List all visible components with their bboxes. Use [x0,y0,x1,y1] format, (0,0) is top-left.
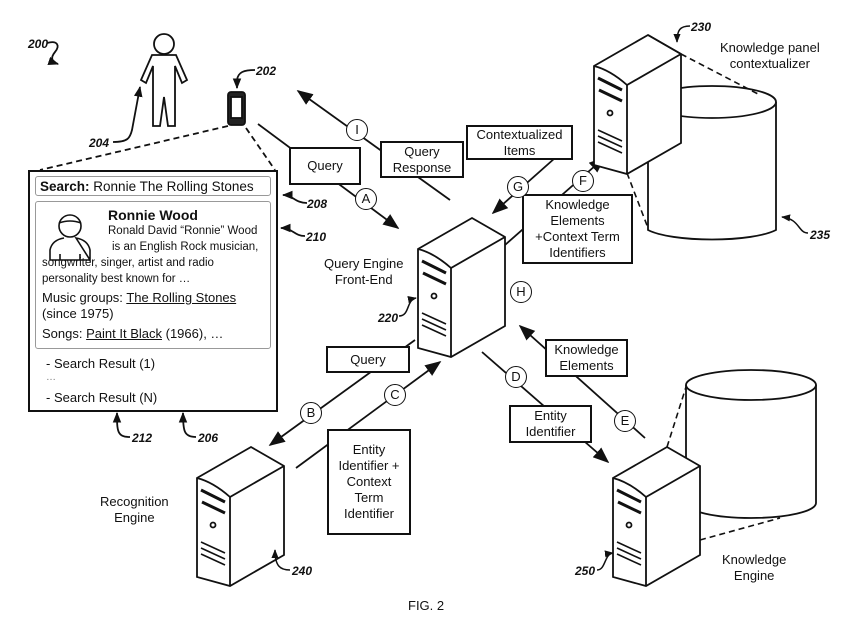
step-b: B [300,402,322,424]
message-box-query-response: Query Response [380,141,464,178]
ref-250-leader [596,550,614,571]
ref-210-leader [279,223,306,237]
entity-description-line-1: Ronald David “Ronnie” Wood [108,225,258,237]
search-label: Search: [40,179,90,194]
ref-204-leader [112,85,143,143]
ref-202-leader [232,69,256,90]
music-group-link[interactable]: The Rolling Stones [126,290,237,305]
search-results-screen: Search: Ronnie The Rolling Stones Ronnie… [28,170,278,412]
projection-line-left [39,125,229,171]
step-e: E [614,410,636,432]
knowledge-panel: Ronnie Wood Ronald David “Ronnie” Wood i… [35,201,271,349]
message-box-contextualized-items: Contextualized Items [466,125,573,160]
message-box-knowledge-elements: Knowledge Elements [545,339,628,377]
message-box-entity-context-identifier: Entity Identifier + Context Term Identif… [327,429,411,535]
projection-250-bottom [699,517,781,541]
message-box-entity-identifier: Entity Identifier [509,405,592,443]
entity-description-line-2: is an English Rock musician, [112,241,259,253]
music-groups-since: (since 1975) [42,306,114,321]
projection-line-right [245,127,276,171]
songs-rest: (1966), … [165,326,224,341]
person-avatar-icon [49,214,91,262]
message-box-query-bottom: Query [326,346,410,373]
step-d: D [505,366,527,388]
knowledge-server-icon [612,445,701,587]
ref-200-squiggle [46,41,60,66]
projection-250-top [666,386,687,448]
step-a: A [355,188,377,210]
ref-230-leader [673,25,691,43]
label-knowledge-engine: Knowledge Engine [722,552,787,583]
label-knowledge-panel-contextualizer: Knowledge panel contextualizer [720,40,820,71]
step-f: F [572,170,594,192]
search-box[interactable]: Search: Ronnie The Rolling Stones [35,176,271,196]
label-query-engine-front-end: Query Engine Front-End [324,256,404,287]
ref-204: 204 [89,136,110,150]
song-link[interactable]: Paint It Black [86,326,162,341]
songs-label: Songs: [42,326,83,341]
songs-row: Songs: Paint It Black (1966), … [42,326,223,341]
label-recognition-engine: Recognition Engine [100,494,169,525]
music-groups-row: Music groups: The Rolling Stones [42,290,236,305]
ref-206-leader [178,411,197,438]
search-result-ellipsis: … [46,372,56,383]
ref-208: 208 [307,197,328,211]
ref-230: 230 [691,20,712,34]
recognition-server-icon [196,445,285,587]
ref-240-leader [271,549,291,571]
mobile-device-icon [227,91,246,126]
music-groups-label: Music groups: [42,290,123,305]
front-end-server-icon [417,216,506,358]
step-g: G [507,176,529,198]
ref-206: 206 [198,431,219,445]
ref-210: 210 [306,230,327,244]
user-figure-icon [139,33,189,127]
projection-230-top [680,53,759,95]
search-result-n[interactable]: - Search Result (N) [46,390,158,405]
ref-220: 220 [378,311,399,325]
contextualizer-server-icon [593,33,682,175]
entity-name: Ronnie Wood [108,207,198,223]
ref-235: 235 [810,228,831,242]
arrow-c [295,361,442,469]
entity-description-line-4: personality best known for … [42,273,191,285]
search-result-1[interactable]: - Search Result (1) [46,356,156,371]
step-i: I [346,119,368,141]
search-query: Ronnie The Rolling Stones [93,179,254,194]
ref-208-leader [281,190,308,204]
message-box-query-top: Query [289,147,361,185]
ref-220-leader [398,296,417,317]
step-c: C [384,384,406,406]
step-h: H [510,281,532,303]
arrow-i [296,90,451,201]
entity-description-line-3: songwriter, singer, artist and radio [42,257,214,269]
figure-caption: FIG. 2 [408,598,445,613]
ref-212-leader [112,411,131,438]
ref-202: 202 [256,64,277,78]
ref-240: 240 [292,564,313,578]
message-box-knowledge-elements-context: Knowledge Elements +Context Term Identif… [522,194,633,264]
knowledge-database-icon [685,369,817,519]
ref-200: 200 [28,37,49,51]
ref-212: 212 [132,431,153,445]
ref-250: 250 [575,564,596,578]
ref-235-leader [781,214,809,234]
